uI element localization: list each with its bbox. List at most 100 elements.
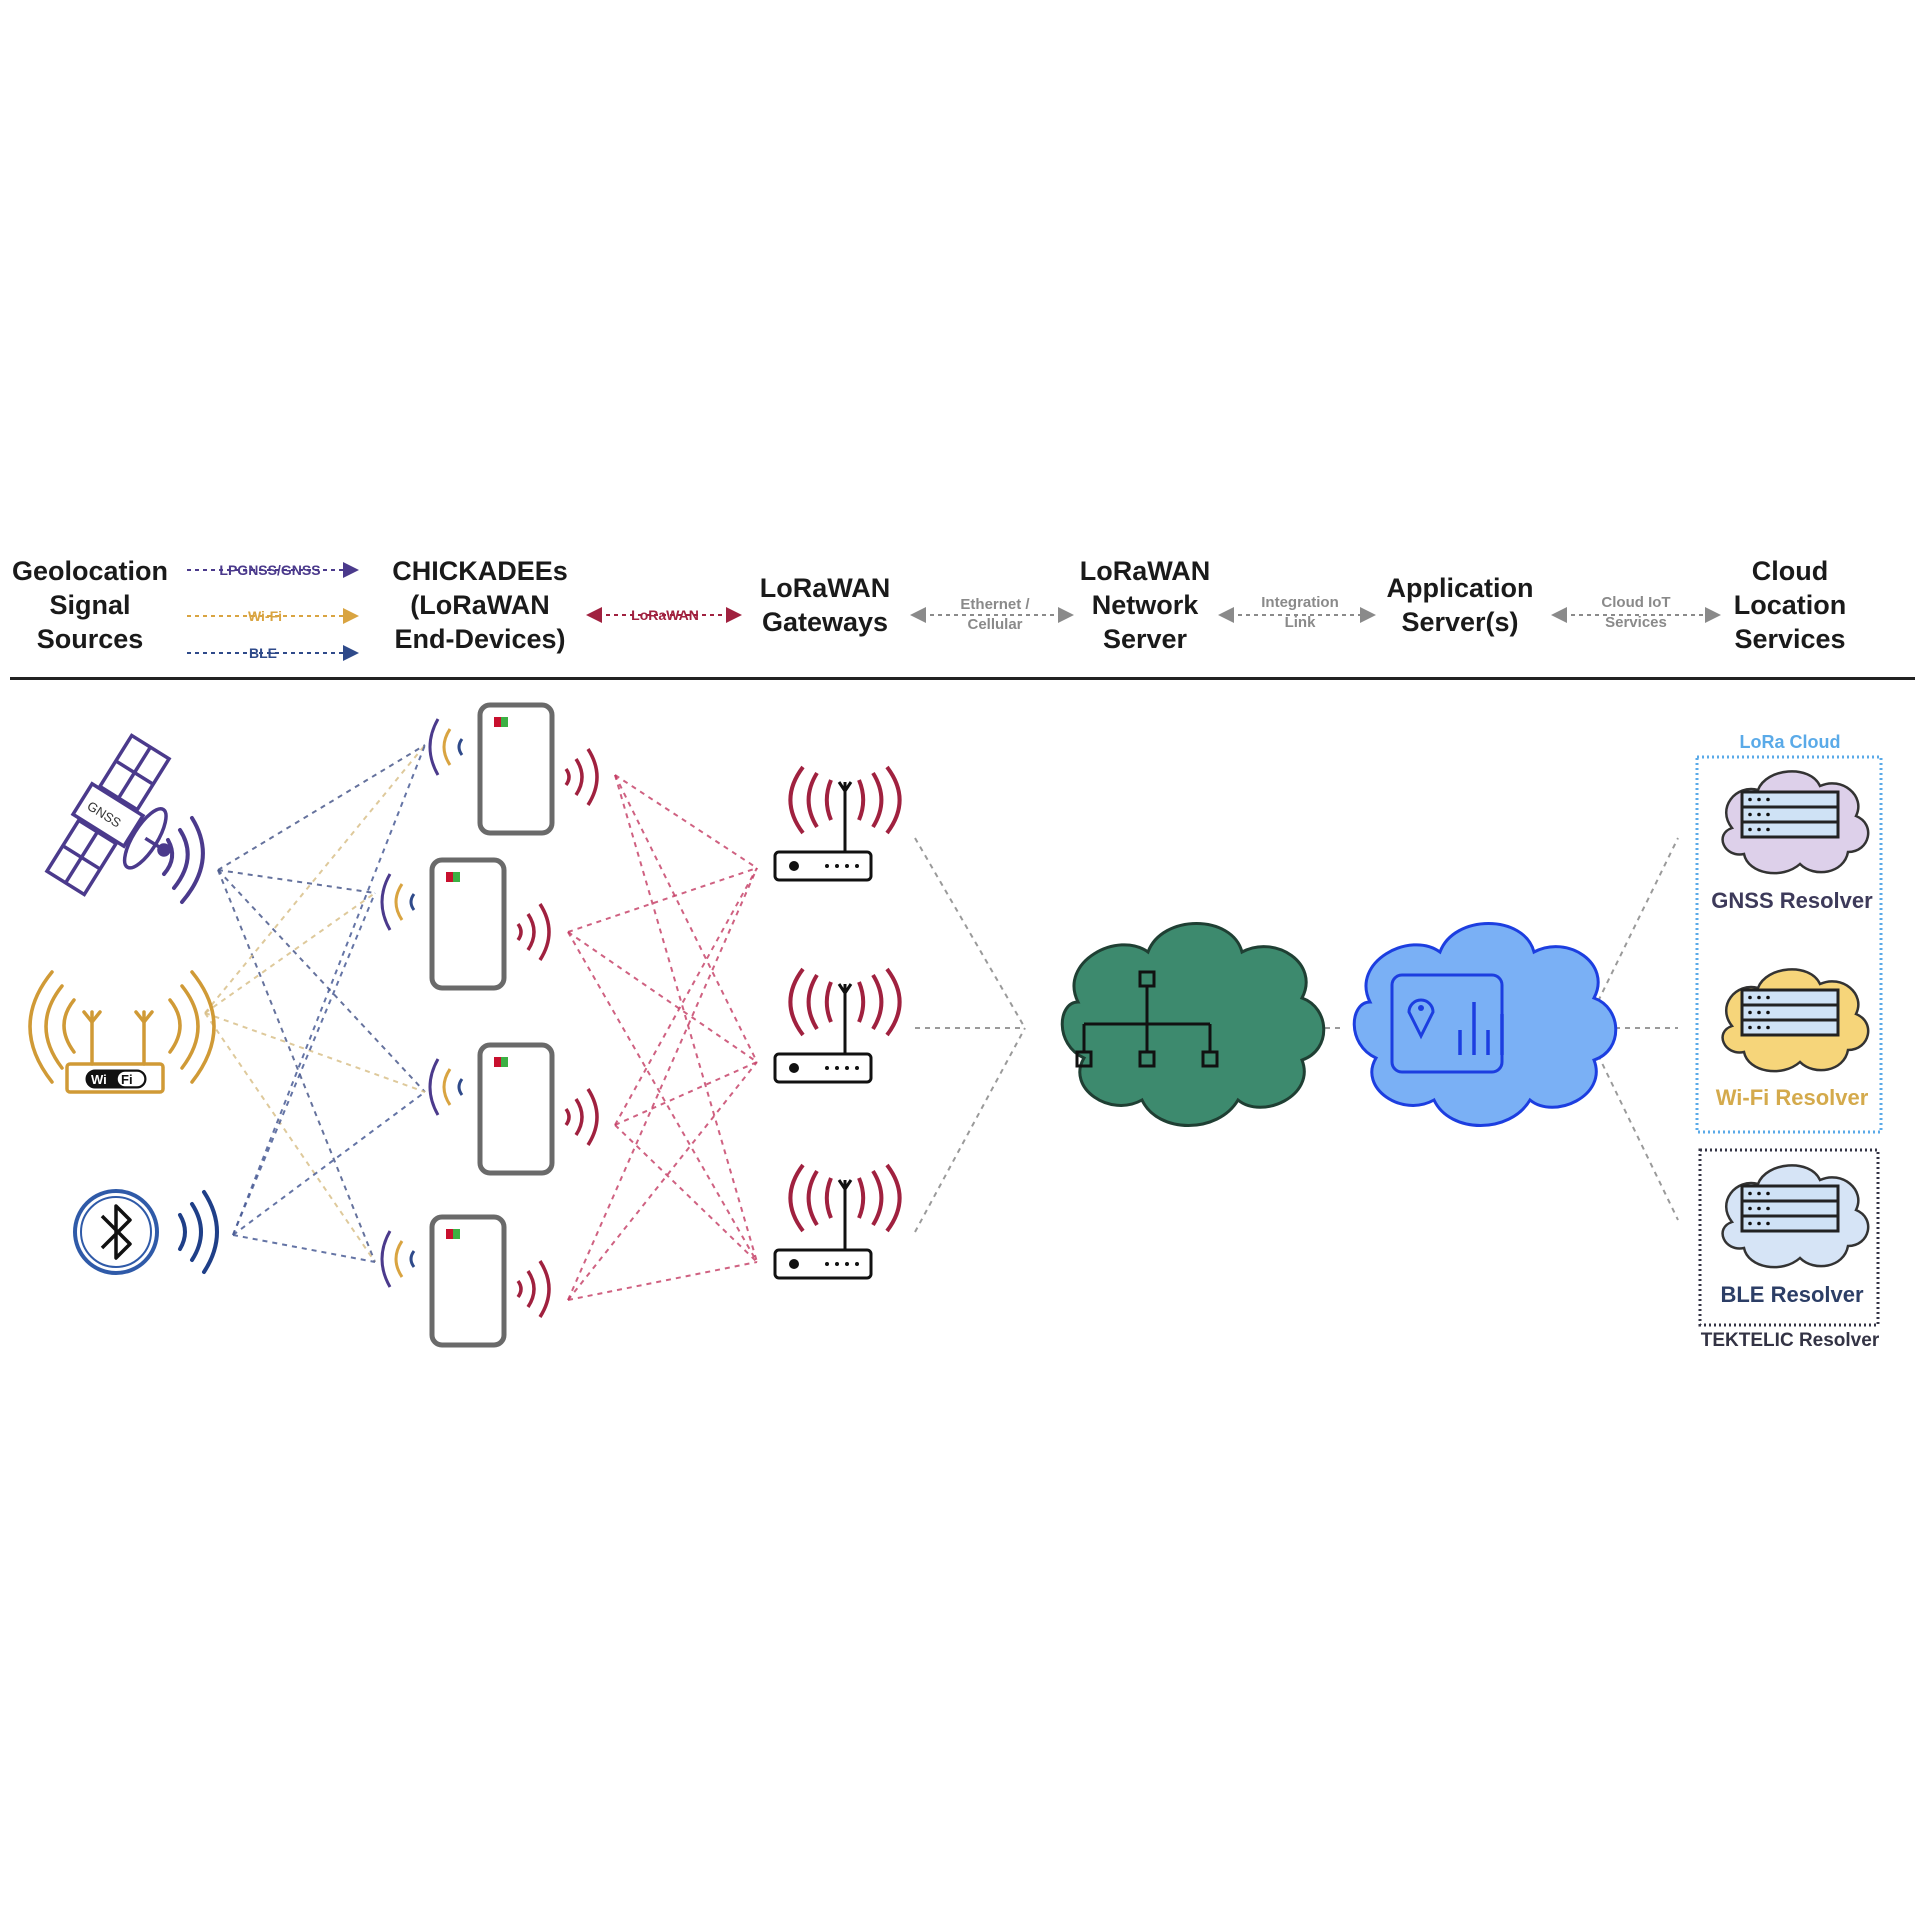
gateway-wave	[806, 771, 819, 829]
server-led-dot	[1757, 1191, 1761, 1196]
header-devices-line: End-Devices)	[394, 624, 566, 654]
tektelic-title: TEKTELIC Resolver	[1700, 1330, 1880, 1351]
server-rack-unit	[1740, 805, 1840, 824]
server-rack-unit	[1740, 820, 1840, 839]
header-arrows	[187, 562, 1721, 661]
gateway-wave	[871, 973, 884, 1031]
device-rx-wave-gnss	[380, 873, 392, 931]
gateway-1-icon	[773, 765, 902, 882]
link-ble-device-2	[232, 892, 376, 1236]
header-network-line: Network	[1091, 590, 1199, 620]
header-gateways-line: LoRaWAN	[759, 573, 891, 603]
server-led-dot	[1766, 812, 1770, 817]
gateway-power-led	[789, 861, 799, 871]
link-device-1-gateway-3	[614, 774, 758, 1263]
gateway-wave	[824, 779, 833, 821]
server-led-dot	[1766, 797, 1770, 802]
server-led-dot	[1757, 995, 1761, 1000]
gateway-port-dot	[825, 1262, 829, 1266]
gateway-port-dot	[855, 1262, 859, 1266]
link-wifi-device-1	[204, 744, 426, 1014]
header-cloud-services: Cloud Location Services	[1700, 554, 1880, 656]
gateway-wave	[871, 771, 884, 829]
gateway-wave	[885, 1163, 902, 1233]
device-rx-wave-wifi	[394, 1240, 404, 1278]
server-led-dot	[1748, 812, 1752, 817]
device-rx-wave-ble	[409, 893, 416, 911]
link-wifi-device-3	[204, 1012, 426, 1093]
header-cloud-line: Location	[1733, 590, 1847, 620]
device-rx-wave-gnss	[428, 718, 440, 776]
server-led-dot	[1748, 797, 1752, 802]
link-device-1-gateway-1	[614, 774, 758, 869]
gateway-group	[773, 765, 902, 1280]
gateway-wave	[788, 765, 805, 835]
bluetooth-waves-icon	[178, 1190, 219, 1274]
link-gnss-device-2	[217, 869, 376, 894]
device-led-red	[494, 1057, 501, 1067]
resolver-3-icon	[1721, 1164, 1870, 1269]
device-tx-wave	[538, 1260, 551, 1318]
gateway-wave	[857, 779, 866, 821]
gnss-resolver-label: GNSS Resolver	[1711, 888, 1873, 913]
resolver-2-icon	[1721, 968, 1870, 1073]
device-led-green	[453, 1229, 460, 1239]
device-led-red	[446, 872, 453, 882]
link-device-2-gateway-2	[567, 931, 758, 1063]
header-cloud-line: Cloud	[1751, 556, 1829, 586]
server-led-dot	[1748, 995, 1752, 1000]
device-rx-wave-ble	[409, 1250, 416, 1268]
link-device-4-gateway-2	[567, 1061, 758, 1301]
device-body	[429, 1214, 507, 1348]
gnss-waves-icon	[162, 816, 205, 904]
header-gateways-line: Gateways	[761, 607, 889, 637]
gateway-port-dot	[845, 1066, 849, 1070]
header-divider	[10, 677, 1915, 680]
server-led-dot	[1757, 1025, 1761, 1030]
network-server-cloud-icon	[1060, 922, 1326, 1127]
gateway-wave	[806, 1169, 819, 1227]
server-rack-unit	[1740, 1199, 1840, 1218]
gateway-antenna-tip	[837, 983, 853, 996]
gateway-port-dot	[835, 1066, 839, 1070]
gateway-power-led	[789, 1259, 799, 1269]
link-cloudiot-line: Cloud IoT	[1601, 594, 1671, 611]
gateway-port-dot	[845, 864, 849, 868]
device-tx-wave	[538, 903, 551, 961]
server-led-dot	[1766, 1010, 1770, 1015]
server-led-dot	[1748, 1025, 1752, 1030]
lora-cloud-box	[1695, 755, 1883, 1134]
gateway-port-dot	[825, 864, 829, 868]
device-3	[428, 1042, 599, 1176]
device-rx-wave-wifi	[394, 883, 404, 921]
header-sources-line: Geolocation	[11, 556, 168, 586]
server-led-dot	[1757, 827, 1761, 832]
server-led-dot	[1757, 797, 1761, 802]
server-led-dot	[1748, 1221, 1752, 1226]
server-led-dot	[1757, 1010, 1761, 1015]
link-ble-device-4	[232, 1234, 376, 1263]
gateway-body	[773, 1248, 873, 1280]
server-rack-unit	[1740, 1018, 1840, 1037]
server-led-dot	[1766, 1221, 1770, 1226]
device-tx-wave	[574, 1098, 584, 1136]
gateway-body	[773, 1052, 873, 1084]
header-sources-line: Sources	[36, 624, 144, 654]
link-device-4-gateway-1	[567, 867, 758, 1301]
device-rx-wave-ble	[457, 738, 464, 756]
header-app-line: Application	[1386, 573, 1534, 603]
device-rx-wave-wifi	[442, 1068, 452, 1106]
link-gnss-device-1	[217, 744, 426, 871]
link-device-1-gateway-2	[614, 774, 758, 1063]
server-rack-unit	[1740, 1214, 1840, 1233]
server-led-dot	[1748, 1191, 1752, 1196]
header-network-line: LoRaWAN	[1079, 556, 1211, 586]
gateway-body	[773, 850, 873, 882]
server-rack-unit	[1740, 988, 1840, 1007]
gateway-wave	[824, 1177, 833, 1219]
gateway-wave	[871, 1169, 884, 1227]
tektelic-box	[1698, 1148, 1880, 1327]
link-label-wifi: Wi-Fi	[240, 606, 290, 626]
header-cloud-line: Services	[1734, 624, 1846, 654]
header-devices-line: (LoRaWAN	[410, 590, 550, 620]
